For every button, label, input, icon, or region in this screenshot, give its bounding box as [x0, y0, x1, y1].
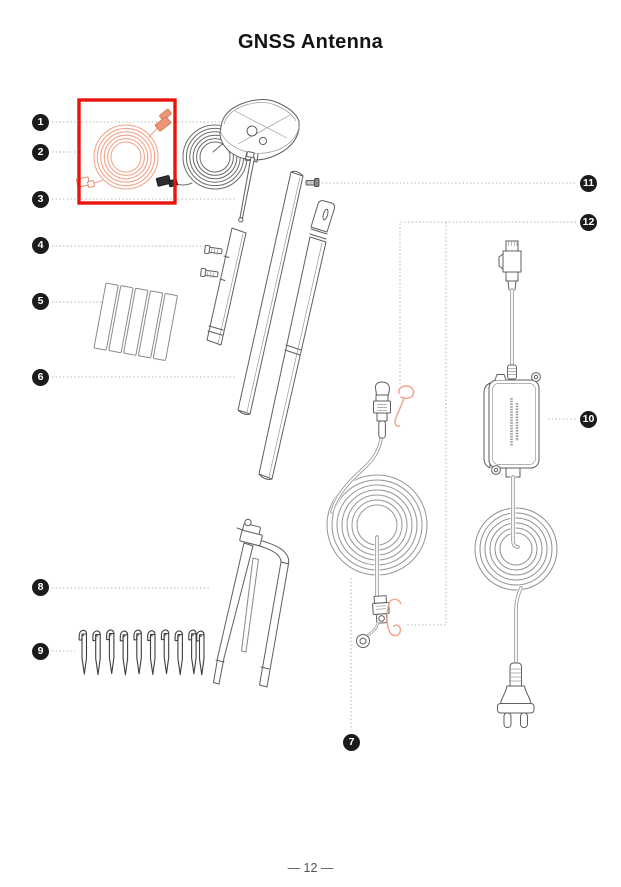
- leader-lines: [52, 121, 576, 730]
- antenna-head-drawing: [219, 99, 300, 163]
- callout-2: 2: [32, 144, 49, 161]
- orange-antenna-cable-drawing: [75, 108, 172, 190]
- pole-right-drawing: [258, 200, 336, 480]
- leader-12a: [399, 221, 576, 386]
- page-title: GNSS Antenna: [237, 31, 384, 53]
- callout-6: 6: [32, 369, 49, 386]
- callout-11: 11: [580, 175, 597, 192]
- rj45-connector: [498, 240, 522, 291]
- adapter-label-text: [510, 398, 519, 446]
- orange-cable-connector-top: [154, 108, 172, 132]
- callout-5: 5: [32, 293, 49, 310]
- pole-segment-drawing: [200, 227, 247, 346]
- callout-3: 3: [32, 191, 49, 208]
- callout-9: 9: [32, 643, 49, 660]
- leader-12b: [406, 222, 447, 626]
- callout-12: 12: [580, 214, 597, 231]
- slat-pack-drawing: [93, 282, 178, 361]
- ground-pegs-drawing: [78, 629, 205, 676]
- dust-cap-bottom-drawing: [386, 598, 402, 637]
- pole-middle-drawing: [237, 170, 304, 415]
- pole-screw-1: [204, 244, 230, 258]
- callout-7: 7: [343, 734, 360, 751]
- highlight-box: [77, 98, 177, 205]
- page-number: — 12 —: [287, 861, 334, 875]
- cable-connector-top: [373, 381, 391, 439]
- fork-clamp: [236, 518, 263, 547]
- callout-10: 10: [580, 411, 597, 428]
- callout-1: 1: [32, 114, 49, 131]
- cable-connector-bottom: [372, 595, 390, 624]
- ground-fork-drawing: [213, 518, 290, 688]
- power-plug-drawing: [497, 662, 535, 728]
- pole-screw-2: [200, 267, 226, 281]
- screw-drawing: [305, 178, 320, 187]
- callout-4: 4: [32, 237, 49, 254]
- callout-8: 8: [32, 579, 49, 596]
- dust-cap-top-drawing: [394, 385, 415, 427]
- antenna-rod-drawing: [238, 151, 255, 223]
- power-adapter-drawing: [474, 240, 558, 728]
- extension-cable-drawing: [326, 381, 428, 648]
